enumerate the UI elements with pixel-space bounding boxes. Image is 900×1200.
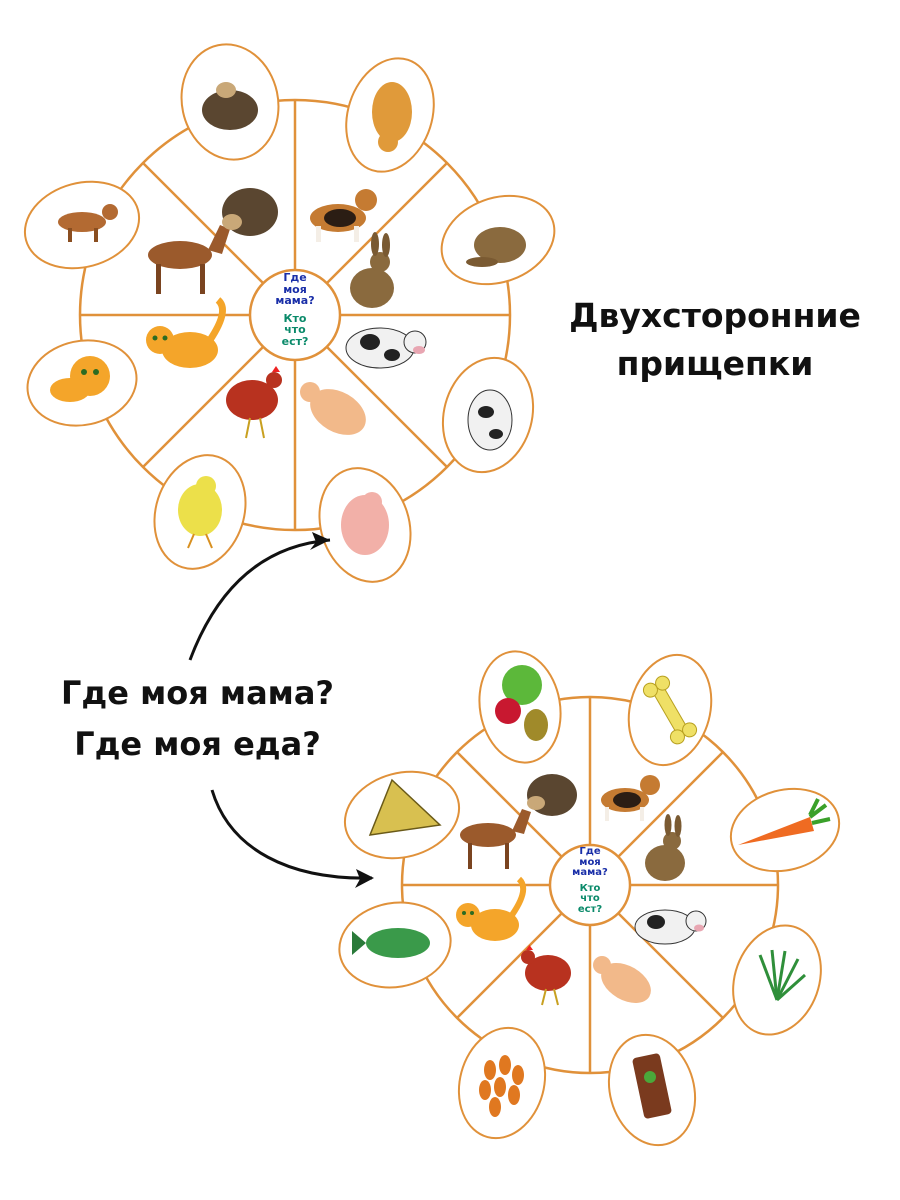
hub-line: ест?	[281, 334, 309, 348]
caption-line: Где моя еда?	[74, 725, 321, 764]
hen-icon	[521, 945, 571, 1006]
caption-where-mama: Где моя мама? Где моя еда?	[20, 668, 375, 770]
wheel-bottom: Где моя мама? Кто что ест?	[338, 645, 860, 1155]
clip-puppy[interactable]	[332, 47, 448, 183]
clip-grain[interactable]	[447, 1018, 557, 1148]
hay-icon	[368, 778, 442, 836]
hub-label-top: Где моя мама? Кто что ест?	[258, 272, 332, 347]
dog-icon	[310, 189, 377, 242]
grass-icon	[758, 949, 806, 1002]
clip-calf[interactable]	[430, 348, 545, 483]
hub-line: мама?	[275, 294, 315, 308]
clip-hay[interactable]	[335, 759, 469, 870]
clip-piglet[interactable]	[305, 456, 425, 594]
grain-icon	[479, 1055, 524, 1117]
clips-bottom	[338, 645, 849, 1155]
puppy-icon	[372, 82, 412, 142]
caption-line: Где моя мама?	[61, 674, 334, 712]
hen-icon	[226, 366, 282, 439]
wheel-top-graphic	[78, 98, 512, 532]
dog-icon	[601, 775, 660, 821]
hub-line: Кто	[283, 311, 307, 325]
chick-icon	[178, 484, 222, 536]
caption-double-sided-clips: Двухсторонние прищепки	[535, 292, 895, 388]
baby-hedgehog-icon	[202, 90, 258, 130]
fish-icon	[366, 928, 430, 958]
hedgehog-icon	[527, 774, 577, 816]
hub-line: Где	[283, 271, 307, 284]
clip-food-box[interactable]	[597, 1025, 707, 1155]
clips-top	[19, 43, 556, 583]
clip-bunny[interactable]	[429, 181, 567, 300]
wheel-top: Где моя мама? Кто что ест?	[19, 43, 560, 583]
hub-line: ест?	[577, 903, 603, 915]
hub-line: что	[284, 323, 306, 337]
carrot-icon	[738, 817, 814, 845]
clip-apple-berry[interactable]	[471, 645, 569, 769]
caption-line: прищепки	[616, 343, 814, 383]
hub-line: что	[580, 893, 600, 904]
hub-line: Где	[579, 846, 601, 857]
wheel-bottom-graphic	[400, 695, 780, 1075]
cow-icon	[634, 909, 707, 945]
hub-line: Кто	[579, 882, 601, 894]
hub-circle	[548, 843, 632, 927]
hub-line: мама?	[572, 867, 608, 878]
bunny-icon	[474, 227, 526, 263]
hub-line: моя	[579, 856, 601, 868]
pig-icon	[593, 956, 651, 1003]
horse-icon	[460, 809, 531, 869]
arrow-down-icon	[210, 789, 374, 888]
arrow-up-icon	[188, 532, 331, 661]
clip-bone[interactable]	[617, 646, 723, 775]
kiwi-icon	[524, 709, 548, 741]
clip-foal[interactable]	[15, 169, 149, 280]
clip-grass[interactable]	[718, 913, 835, 1047]
clip-carrot[interactable]	[722, 777, 849, 883]
pig-icon	[300, 382, 366, 435]
rabbit-icon	[645, 814, 685, 881]
clip-chick[interactable]	[140, 443, 260, 581]
clip-baby-hedgehog[interactable]	[171, 35, 289, 168]
raspberry-icon	[495, 698, 521, 724]
cat-icon	[456, 876, 527, 941]
apple-icon	[502, 665, 542, 705]
horse-icon	[148, 225, 230, 294]
hedgehog-icon	[222, 188, 278, 236]
cow-icon	[345, 327, 427, 369]
hub-line: моя	[283, 282, 307, 296]
hub-circle	[248, 268, 342, 362]
clip-fish[interactable]	[333, 894, 458, 996]
hub-label-bottom: Где моя мама? Кто что ест?	[558, 846, 622, 915]
cat-icon	[146, 297, 226, 368]
caption-line: Двухсторонние	[569, 296, 861, 335]
rabbit-icon	[350, 232, 394, 308]
bone-icon	[642, 675, 698, 745]
foal-icon	[58, 212, 106, 232]
food-box-icon	[632, 1053, 672, 1119]
clip-kitten[interactable]	[19, 330, 144, 435]
